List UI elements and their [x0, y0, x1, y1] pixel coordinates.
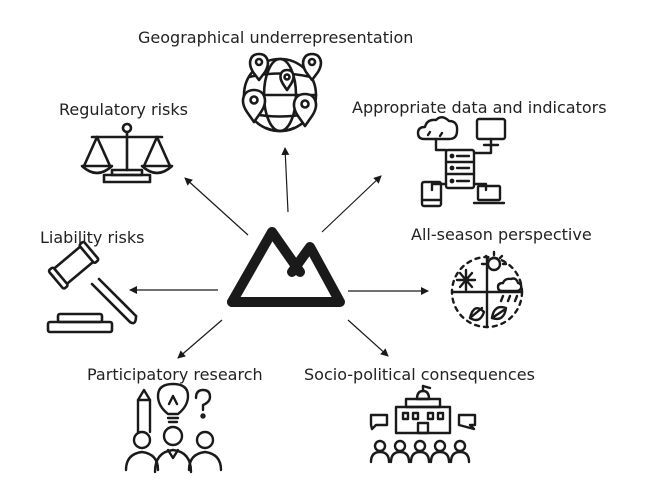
mountain-logo-icon — [227, 227, 345, 307]
sun-snow-rain-leaf-icon — [450, 250, 524, 329]
town-hall-audience-icon — [369, 384, 477, 464]
label-all-season-perspective: All-season perspective — [411, 225, 592, 244]
label-regulatory-risks: Regulatory risks — [59, 100, 188, 119]
arrow-to-geo — [281, 147, 290, 213]
label-socio-political-consequences: Socio-political consequences — [304, 365, 535, 384]
arrow-to-particip — [177, 319, 223, 359]
arrows — [129, 147, 429, 359]
gavel-icon — [46, 240, 138, 334]
label-participatory-research: Participatory research — [87, 365, 263, 384]
arrow-to-regulatory — [184, 177, 249, 236]
globe-map-pins-icon — [241, 52, 323, 133]
label-appropriate-data: Appropriate data and indicators — [352, 98, 607, 117]
people-ideas-icon — [124, 382, 223, 474]
arrow-to-socio — [347, 319, 389, 357]
cloud-database-network-icon — [416, 116, 507, 208]
balance-scale-icon — [80, 122, 174, 184]
label-geographical-underrepresentation: Geographical underrepresentation — [138, 28, 414, 47]
label-liability-risks: Liability risks — [40, 228, 145, 247]
arrow-to-data — [321, 175, 382, 233]
